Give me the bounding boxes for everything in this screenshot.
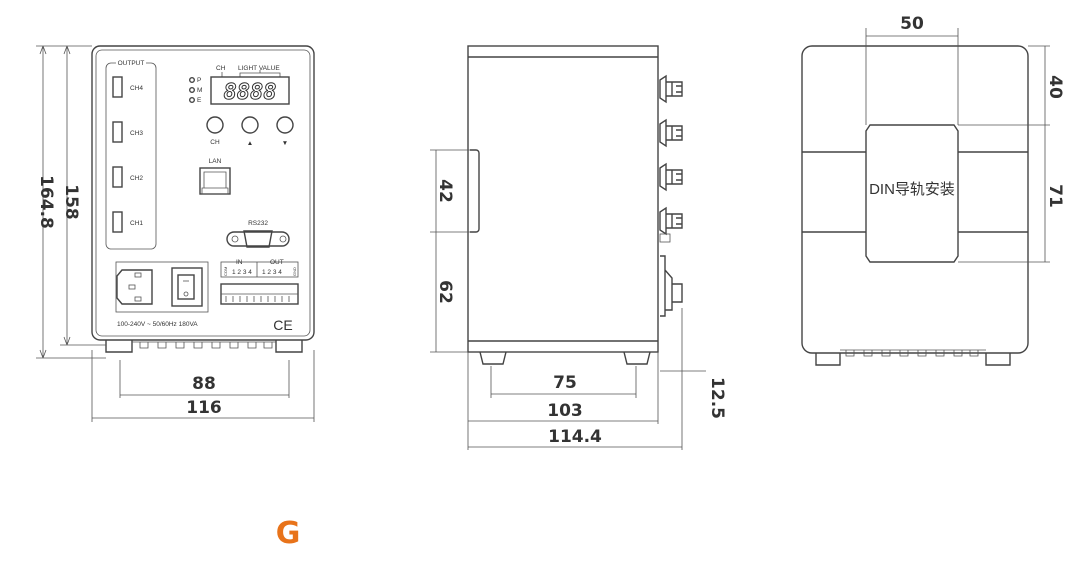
ch1-connector xyxy=(112,211,123,233)
ch4-label: CH4 xyxy=(130,85,143,92)
ch-button-label: CH xyxy=(210,139,220,146)
output-connectors: CH4 CH3 CH2 CH1 xyxy=(112,76,143,233)
front-feet xyxy=(105,340,303,353)
side-housing xyxy=(467,45,659,353)
indicator-e-label: E xyxy=(197,97,202,104)
din-mount-label: DIN导轨安装 xyxy=(869,181,955,198)
front-housing xyxy=(91,45,315,341)
seven-segment-display xyxy=(210,76,290,105)
din-rail-clip xyxy=(470,149,480,233)
rear-feet xyxy=(815,353,1011,366)
dim-front-height-total: 164.8 xyxy=(36,175,56,229)
indicator-p-label: P xyxy=(197,77,201,84)
rs232-port[interactable] xyxy=(226,230,290,248)
din-rail-block xyxy=(865,124,959,263)
dim-front-foot-span: 88 xyxy=(192,374,216,394)
rear-view: DIN导轨安装 50 40 71 xyxy=(801,14,1065,366)
ce-mark: CE xyxy=(273,317,292,333)
gnd-label: GND xyxy=(292,267,297,276)
display-value: 8888 xyxy=(224,80,277,105)
up-button-label: ▲ xyxy=(247,140,253,147)
ch2-label: CH2 xyxy=(130,175,143,182)
io-in-pins: 1 2 3 4 xyxy=(232,269,252,276)
ch3-label: CH3 xyxy=(130,130,143,137)
ch-button[interactable] xyxy=(206,116,224,134)
dim-front-height-body: 158 xyxy=(61,184,81,220)
front-view: OUTPUT CH4 CH3 CH2 CH1 P M E CH LIGHT VA… xyxy=(36,45,315,422)
dim-side-depth-total: 114.4 xyxy=(548,427,602,447)
dim-side-depth-body: 103 xyxy=(547,401,583,421)
indicator-p-led xyxy=(188,76,195,83)
ch1-label: CH1 xyxy=(130,220,143,227)
dim-side-foot-span: 75 xyxy=(553,373,577,393)
output-label: OUTPUT xyxy=(118,60,145,67)
indicator-e-led xyxy=(188,96,195,103)
figure-label: G xyxy=(276,516,301,551)
up-button[interactable] xyxy=(241,116,259,134)
side-connectors xyxy=(659,74,683,317)
io-in-label: IN xyxy=(236,259,243,266)
io-terminal[interactable]: IN OUT 1 2 3 4 1 2 3 4 COM GND xyxy=(220,259,299,305)
side-view: 42 62 75 103 114.4 12.5 xyxy=(430,45,727,450)
status-indicators: P M E xyxy=(188,76,202,104)
down-button-label: ▼ xyxy=(282,140,288,147)
display-light-value-label: LIGHT VALUE xyxy=(238,65,280,72)
dim-rail-height: 42 xyxy=(435,179,455,203)
ch2-connector xyxy=(112,166,123,188)
dim-front-width: 116 xyxy=(186,398,222,418)
io-out-label: OUT xyxy=(270,259,284,266)
dim-rail-top-offset: 40 xyxy=(1045,75,1065,99)
lan-port[interactable] xyxy=(199,167,231,195)
down-button[interactable] xyxy=(276,116,294,134)
power-inlet[interactable] xyxy=(115,261,209,313)
dim-switch-protrusion: 12.5 xyxy=(707,377,727,419)
io-out-pins: 1 2 3 4 xyxy=(262,269,282,276)
indicator-m-label: M xyxy=(197,87,202,94)
ch3-connector xyxy=(112,121,123,143)
display-ch-label: CH xyxy=(216,65,226,72)
dim-rail-to-bottom: 62 xyxy=(435,280,455,304)
lan-label: LAN xyxy=(209,158,222,165)
rs232-label: RS232 xyxy=(248,220,268,227)
indicator-m-led xyxy=(188,86,195,93)
com-label: COM xyxy=(223,267,228,276)
ch4-connector xyxy=(112,76,123,98)
dim-rail-block-height: 71 xyxy=(1045,184,1065,208)
rear-housing xyxy=(801,45,1029,354)
power-rating-label: 100-240V ~ 50/60Hz 180VA xyxy=(117,321,198,328)
power-switch[interactable] xyxy=(171,267,203,307)
side-feet xyxy=(479,351,651,365)
dim-rail-width: 50 xyxy=(900,14,924,34)
